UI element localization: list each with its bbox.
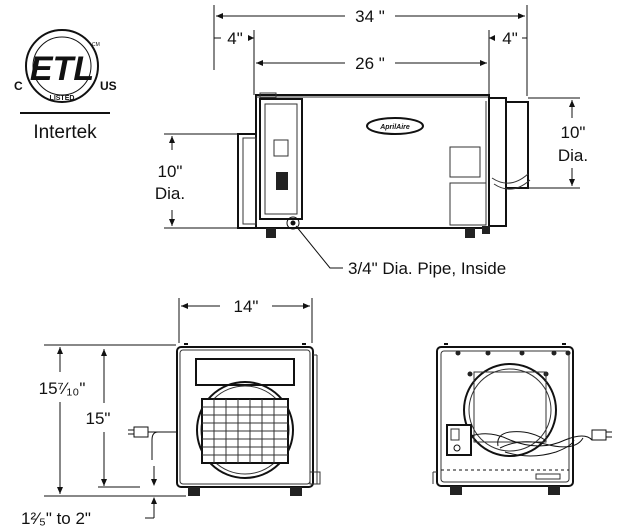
foot-height-dimension: 1²⁄₅" to 2" bbox=[21, 466, 157, 528]
side-view: 34 " 4" 4" 26 " bbox=[155, 5, 588, 278]
drain-pipe-callout: 3/4" Dia. Pipe, Inside bbox=[295, 225, 506, 278]
right-duct-diameter-unit: Dia. bbox=[558, 146, 588, 165]
electrical-panel bbox=[259, 98, 303, 220]
front-grille-bars bbox=[202, 399, 288, 463]
rear-cabinet bbox=[436, 346, 574, 487]
front-foot-right bbox=[290, 487, 302, 496]
rear-plug bbox=[591, 429, 607, 441]
front-foot-left bbox=[188, 487, 200, 496]
front-plug bbox=[133, 426, 149, 438]
front-body-height-label: 15" bbox=[86, 409, 111, 428]
overall-width-label: 34 " bbox=[355, 7, 385, 26]
right-outlet-flange bbox=[505, 101, 529, 189]
right-collar-dimension: 4" bbox=[488, 29, 527, 95]
left-duct-diameter-unit: Dia. bbox=[155, 184, 185, 203]
right-duct-diameter-label: 10" bbox=[561, 123, 586, 142]
side-foot-right bbox=[465, 228, 475, 238]
right-duct-collar bbox=[488, 97, 507, 227]
side-access-panel bbox=[449, 146, 481, 178]
rear-view bbox=[432, 343, 612, 495]
etl-mark-band-text: LISTED bbox=[50, 95, 75, 102]
front-overall-height-dimension: 15⁷⁄₁₀" bbox=[39, 344, 186, 497]
rear-duct-ring bbox=[463, 363, 557, 457]
front-body-height-dimension: 15" bbox=[86, 349, 140, 488]
drain-pipe-label: 3/4" Dia. Pipe, Inside bbox=[348, 259, 506, 278]
etl-mark-company: Intertek bbox=[33, 122, 97, 143]
etl-mark-letters: ETL bbox=[30, 50, 94, 88]
body-width-dimension: 26 " bbox=[256, 54, 487, 73]
etl-mark-country-left: C bbox=[14, 79, 23, 93]
etl-mark-cm-label: CM bbox=[92, 42, 100, 48]
front-grille-ring bbox=[196, 381, 294, 479]
left-duct-diameter-label: 10" bbox=[158, 162, 183, 181]
right-duct-diameter-dimension: 10" Dia. bbox=[528, 97, 588, 189]
left-duct-collar bbox=[237, 133, 257, 229]
aprilaire-badge bbox=[366, 117, 424, 135]
rating-label bbox=[276, 172, 288, 190]
etl-mark-inner-ring bbox=[32, 36, 92, 96]
front-width-label: 14" bbox=[234, 297, 259, 316]
body-width-label: 26 " bbox=[355, 54, 385, 73]
side-foot-left bbox=[266, 228, 276, 238]
front-view: 14" bbox=[21, 297, 321, 528]
rear-foot-right bbox=[548, 486, 560, 495]
front-overall-height-label: 15⁷⁄₁₀" bbox=[39, 379, 86, 398]
front-width-dimension: 14" bbox=[178, 297, 313, 343]
aprilaire-badge-text: AprilAire bbox=[379, 124, 410, 131]
front-handle-slot bbox=[195, 358, 295, 386]
panel-window bbox=[273, 139, 289, 157]
right-collar-label: 4" bbox=[502, 29, 518, 48]
front-power-cord bbox=[151, 431, 177, 460]
rear-coiled-power-cord bbox=[470, 431, 593, 457]
left-collar-dimension: 4" bbox=[214, 29, 255, 95]
foot-height-label: 1²⁄₅" to 2" bbox=[21, 509, 91, 528]
rear-foot-left bbox=[450, 486, 462, 495]
left-duct-diameter-dimension: 10" Dia. bbox=[155, 133, 238, 229]
drain-fitting bbox=[286, 216, 300, 230]
left-collar-label: 4" bbox=[227, 29, 243, 48]
power-cord-side bbox=[491, 173, 529, 184]
etl-mark-country-right: US bbox=[100, 79, 117, 93]
overall-width-dimension: 34 " bbox=[213, 5, 528, 96]
etl-mark-outer-ring bbox=[25, 29, 99, 103]
etl-listed-mark: ETL C US LISTED CM Intertek bbox=[14, 29, 117, 143]
